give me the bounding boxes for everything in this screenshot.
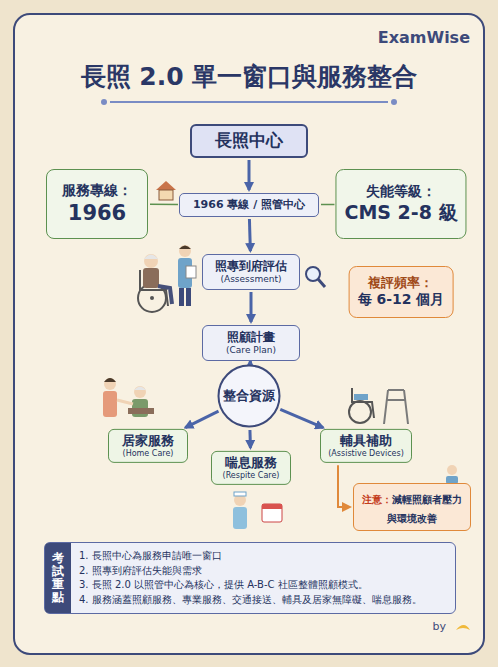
caregiver-elder-figure-part (104, 378, 116, 390)
brand-label: ExamWise (378, 28, 470, 47)
process-box: 照顧計畫(Care Plan) (202, 325, 300, 361)
elder-wheelchair-figure-part (158, 286, 172, 304)
magnifier-icon-part (318, 279, 325, 287)
caregiver-elder-figure-part (128, 408, 154, 414)
node-subtext: 1966 (68, 200, 126, 226)
elder-wheelchair-figure-part (186, 266, 196, 278)
node-subtext: (Home Care) (123, 449, 174, 459)
connector (338, 465, 350, 507)
elder-wheelchair-figure-part (186, 288, 191, 306)
node-heading: 失能等級： (366, 183, 436, 201)
logo-mark (456, 625, 470, 630)
magnifier-icon-part (306, 267, 320, 281)
frame-part (101, 99, 107, 105)
caregiver-elder-figure-part (134, 386, 146, 398)
hotline-box: 服務專線：1966 (46, 169, 148, 239)
node-subtext: (Assistive Devices) (328, 449, 404, 459)
process-box: 1966 專線 / 照管中心 (179, 193, 319, 217)
connector (280, 409, 323, 427)
house-icon (156, 181, 176, 200)
exam-points-panel: 考試重點 1. 長照中心為服務申請唯一窗口2. 照專到府評估失能與需求3. 長照 … (44, 542, 456, 614)
hub-circle: 整合資源 (217, 364, 281, 428)
connector (185, 411, 218, 427)
nurse-figure-part (262, 504, 282, 509)
magnifier-icon (306, 267, 325, 287)
signature-label: by (433, 620, 447, 633)
node-subtext: (Respite Care) (223, 471, 280, 481)
logo-mark-part (456, 625, 470, 630)
node-subtext: 每 6-12 個月 (358, 291, 445, 309)
key-point: 3. 長照 2.0 以照管中心為核心，提供 A-B-C 社區整體照顧模式。 (79, 578, 368, 593)
wheelchair-walker-icon-part (354, 394, 368, 400)
center-box: 長照中心 (190, 124, 308, 158)
connector (150, 204, 178, 206)
node-heading: 照專到府評估 (215, 259, 287, 274)
connector (248, 160, 251, 190)
frame-part (391, 99, 397, 105)
frequency-box: 複評頻率：每 6-12 個月 (349, 266, 454, 318)
wheelchair-walker-icon (349, 388, 408, 424)
node-subtext: 減輕照顧者壓力與環境改善 (387, 494, 462, 524)
service-box: 喘息服務(Respite Care) (211, 451, 291, 485)
circle-shape (219, 366, 280, 427)
caregiver-elder-figure-part (104, 378, 116, 382)
helper-figure (446, 465, 458, 484)
elder-wheelchair-figure-part (179, 246, 191, 250)
frame-part (14, 14, 484, 654)
node-heading: 整合資源 (223, 388, 275, 404)
node-heading: 喘息服務 (225, 455, 277, 471)
node-heading: 注意： (362, 494, 392, 505)
node-subtext: (Assessment) (220, 274, 281, 285)
caregiver-elder-figure (103, 378, 154, 417)
nurse-figure (233, 492, 282, 529)
service-box: 輔具補助(Assistive Devices) (320, 429, 412, 463)
helper-figure-part (447, 465, 457, 475)
connector (321, 204, 334, 206)
panel-band: 考試重點 (45, 543, 71, 613)
node-heading: 照顧計畫 (227, 330, 275, 345)
node-subtext: (Care Plan) (226, 345, 276, 356)
key-point: 1. 長照中心為服務申請唯一窗口 (79, 549, 222, 564)
elder-wheelchair-figure (138, 245, 196, 312)
vertical-heading: 考試重點 (52, 552, 64, 605)
title: 長照 2.0 單一窗口與服務整合 (0, 62, 498, 92)
node-heading: 1966 專線 / 照管中心 (193, 198, 305, 212)
node-subtext: CMS 2-8 級 (344, 201, 457, 225)
elder-wheelchair-figure-part (179, 245, 191, 257)
frame (14, 14, 484, 654)
node-heading: 複評頻率： (368, 275, 433, 291)
elder-wheelchair-figure-part (144, 254, 158, 268)
node-heading: 服務專線： (62, 182, 132, 200)
service-box: 居家服務(Home Care) (108, 429, 188, 463)
elder-wheelchair-figure-part (143, 268, 159, 288)
connector (249, 361, 252, 363)
nurse-figure-part (234, 492, 246, 496)
connector (248, 219, 252, 251)
frame-part (110, 101, 388, 103)
node-heading: 居家服務 (122, 433, 174, 449)
wheelchair-walker-icon-part (384, 390, 408, 424)
process-box: 照專到府評估(Assessment) (202, 254, 300, 290)
key-point: 4. 服務涵蓋照顧服務、專業服務、交通接送、輔具及居家無障礙、喘息服務。 (79, 593, 422, 608)
house-icon-part (156, 181, 176, 190)
caregiver-elder-figure-part (103, 391, 117, 417)
node-heading: 輔具補助 (340, 433, 392, 449)
nurse-figure-part (233, 507, 247, 529)
elder-wheelchair-figure-part (150, 296, 154, 300)
elder-wheelchair-figure-part (144, 255, 158, 260)
level-box: 失能等級：CMS 2-8 級 (335, 169, 466, 239)
connector (248, 430, 251, 448)
node-heading: 長照中心 (215, 130, 283, 151)
nurse-figure-part (262, 504, 282, 522)
key-point: 2. 照專到府評估失能與需求 (79, 564, 202, 579)
house-icon-part (159, 190, 173, 200)
connector (250, 292, 253, 322)
wheelchair-walker-icon-part (349, 401, 371, 423)
elder-wheelchair-figure-part (179, 288, 184, 306)
caregiver-elder-figure-part (117, 400, 133, 404)
note-box: 注意：減輕照顧者壓力與環境改善 (353, 483, 471, 531)
wheelchair-walker-icon-part (352, 388, 374, 418)
caregiver-elder-figure-part (134, 387, 146, 391)
